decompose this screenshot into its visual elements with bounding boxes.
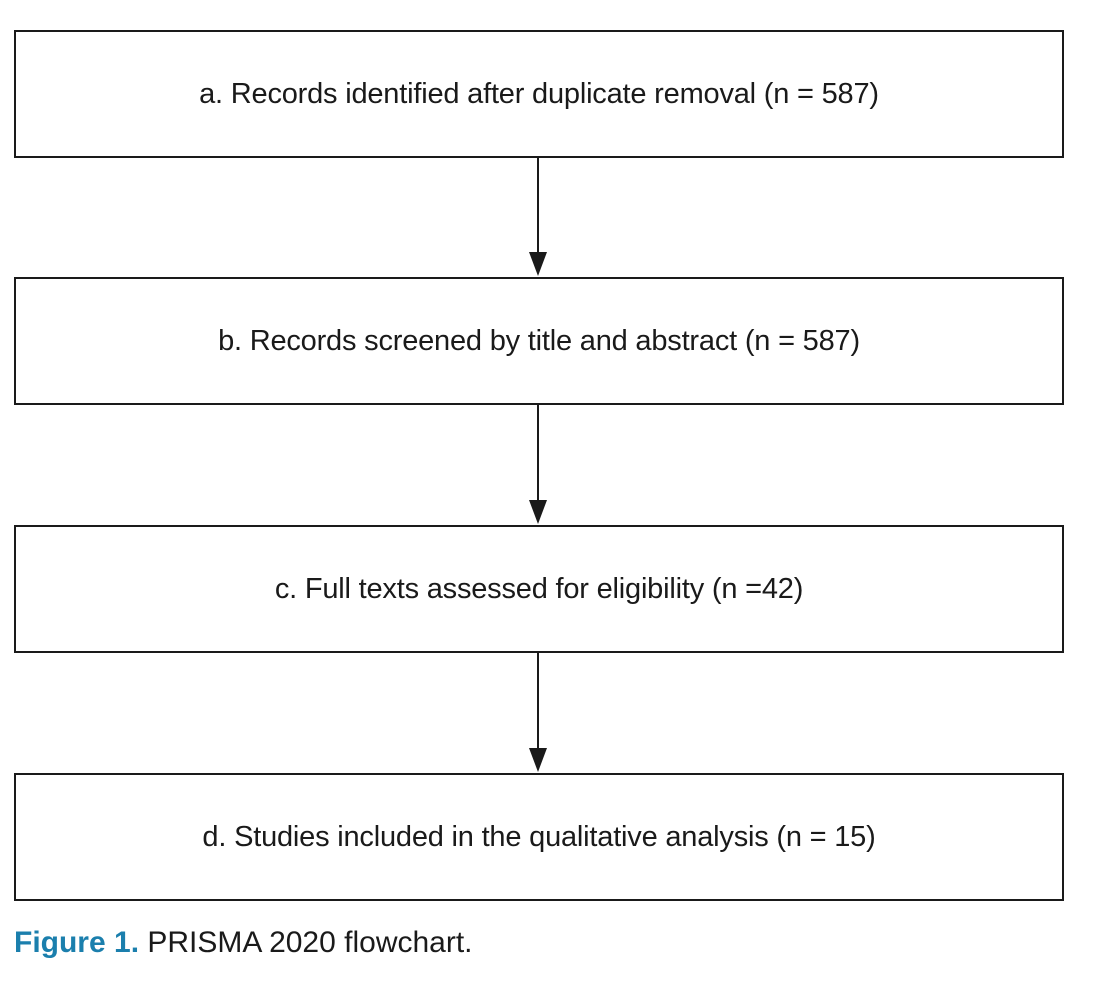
flow-step-a-text: a. Records identified after duplicate re… [199, 77, 879, 110]
arrow-b-to-c [529, 403, 547, 524]
flow-step-c-text: c. Full texts assessed for eligibility (… [274, 572, 804, 605]
figure-caption: Figure 1. PRISMA 2020 flowchart. [14, 926, 473, 960]
flow-step-d-text: d. Studies included in the qualitative a… [202, 820, 876, 853]
arrow-c-to-d [529, 651, 547, 772]
arrow-a-to-b [529, 156, 547, 276]
figure-caption-text: PRISMA 2020 flowchart. [139, 926, 473, 959]
figure-caption-label: Figure 1. [14, 926, 140, 959]
flow-step-b: b. Records screened by title and abstrac… [14, 277, 1064, 405]
flow-step-c: c. Full texts assessed for eligibility (… [14, 525, 1064, 653]
flow-step-a: a. Records identified after duplicate re… [14, 30, 1064, 158]
flow-step-b-text: b. Records screened by title and abstrac… [218, 324, 860, 357]
flow-step-d: d. Studies included in the qualitative a… [14, 773, 1064, 901]
